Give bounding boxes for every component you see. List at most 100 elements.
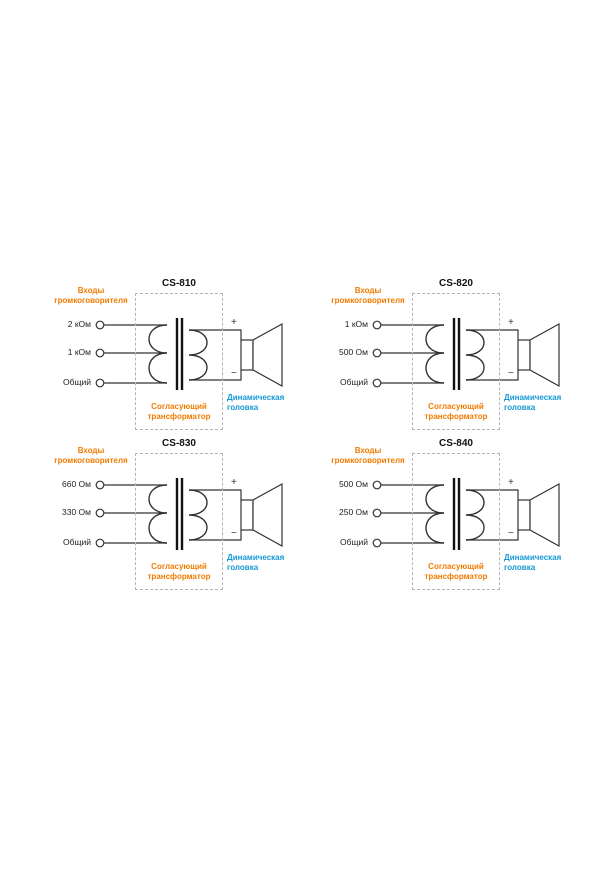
terminal-circle [372, 508, 382, 518]
output-wire-minus [189, 370, 242, 381]
inputs-header-line1: Входы [354, 446, 382, 455]
transformer-secondary-winding-icon [465, 329, 485, 381]
inputs-header-line2: громкоговорителя [331, 456, 405, 466]
transformer-label-line2: трансформатор [424, 412, 488, 422]
inputs-header: Входы громкоговорителя [51, 446, 131, 467]
minus-sign: − [231, 368, 237, 379]
diagram-cell-2: CS-820 Входы громкоговорителя 1 кОм 500 … [331, 278, 574, 443]
inputs-header-line2: громкоговорителя [331, 296, 405, 306]
output-wire-minus [466, 530, 519, 541]
input-label-1: 660 Ом [62, 479, 91, 489]
transformer-label-line1: Согласующий [428, 402, 484, 411]
terminal-circle [372, 378, 382, 388]
transformer-secondary-winding-icon [465, 489, 485, 541]
schematic-graphic [372, 318, 560, 390]
speaker-label-line2: головка [227, 563, 259, 573]
speaker-label-line1: Динамическая [227, 393, 285, 402]
input-label-1: 500 Ом [339, 479, 368, 489]
minus-sign: − [231, 528, 237, 539]
terminal-circle [372, 348, 382, 358]
transformer-enclosure [412, 453, 500, 590]
speaker-cone-icon [252, 322, 283, 388]
schematic-graphic [372, 478, 560, 550]
speaker-driver-icon [517, 339, 531, 371]
model-title: CS-810 [162, 278, 196, 289]
speaker-cone-icon [529, 482, 560, 548]
speaker-label-line2: головка [504, 403, 536, 413]
transformer-label-line2: трансформатор [424, 572, 488, 582]
input-label-common: Общий [63, 537, 91, 547]
speaker-cone-icon [252, 482, 283, 548]
terminal-circle [372, 320, 382, 330]
plus-sign: + [231, 477, 237, 488]
transformer-primary-winding-icon [148, 484, 168, 544]
input-label-1: 1 кОм [344, 319, 368, 329]
speaker-label-line2: головка [227, 403, 259, 413]
output-wire-plus [466, 489, 519, 500]
output-wire-plus [189, 489, 242, 500]
speaker-label-line2: головка [504, 563, 536, 573]
transformer-secondary-winding-icon [188, 489, 208, 541]
terminal-circle [95, 538, 105, 548]
transformer-enclosure [135, 453, 223, 590]
inputs-header-line2: громкоговорителя [54, 296, 128, 306]
inputs-header: Входы громкоговорителя [51, 286, 131, 307]
input-label-2: 500 Ом [339, 347, 368, 357]
speaker-label-line1: Динамическая [504, 393, 562, 402]
output-wire-minus [466, 370, 519, 381]
plus-sign: + [231, 317, 237, 328]
plus-sign: + [508, 317, 514, 328]
speaker-label-line1: Динамическая [227, 553, 285, 562]
plus-sign: + [508, 477, 514, 488]
input-label-1: 2 кОм [67, 319, 91, 329]
terminal-circle [95, 480, 105, 490]
transformer-label: Согласующий трансформатор [135, 562, 223, 583]
input-label-2: 250 Ом [339, 507, 368, 517]
terminal-circle [95, 508, 105, 518]
input-label-2: 330 Ом [62, 507, 91, 517]
inputs-header-line2: громкоговорителя [54, 456, 128, 466]
transformer-label-line2: трансформатор [147, 572, 211, 582]
transformer-primary-winding-icon [425, 484, 445, 544]
transformer-label: Согласующий трансформатор [412, 562, 500, 583]
model-title: CS-820 [439, 278, 473, 289]
inputs-header-line1: Входы [77, 446, 105, 455]
speaker-driver-icon [517, 499, 531, 531]
model-title: CS-840 [439, 438, 473, 449]
terminal-circle [372, 538, 382, 548]
input-label-common: Общий [63, 377, 91, 387]
transformer-label-line1: Согласующий [151, 402, 207, 411]
speaker-label: Динамическая головка [504, 393, 574, 414]
minus-sign: − [508, 368, 514, 379]
output-wire-plus [189, 329, 242, 340]
input-label-common: Общий [340, 377, 368, 387]
inputs-header-line1: Входы [354, 286, 382, 295]
transformer-primary-winding-icon [425, 324, 445, 384]
transformer-label: Согласующий трансформатор [135, 402, 223, 423]
transformer-enclosure [412, 293, 500, 430]
schematic-graphic [95, 318, 283, 390]
terminal-circle [95, 378, 105, 388]
speaker-label-line1: Динамическая [504, 553, 562, 562]
minus-sign: − [508, 528, 514, 539]
input-label-2: 1 кОм [67, 347, 91, 357]
diagram-cell-1: CS-810 Входы громкоговорителя 2 кОм 1 кО… [54, 278, 295, 443]
diagram-cell-3: CS-830 Входы громкоговорителя 660 Ом 330… [54, 438, 297, 603]
speaker-label: Динамическая головка [227, 553, 297, 574]
inputs-header: Входы громкоговорителя [328, 286, 408, 307]
input-label-common: Общий [340, 537, 368, 547]
terminal-circle [95, 348, 105, 358]
transformer-label: Согласующий трансформатор [412, 402, 500, 423]
terminal-circle [95, 320, 105, 330]
transformer-label-line2: трансформатор [147, 412, 211, 422]
transformer-label-line1: Согласующий [151, 562, 207, 571]
output-wire-plus [466, 329, 519, 340]
terminal-circle [372, 480, 382, 490]
speaker-driver-icon [240, 499, 254, 531]
speaker-cone-icon [529, 322, 560, 388]
model-title: CS-830 [162, 438, 196, 449]
transformer-primary-winding-icon [148, 324, 168, 384]
speaker-label: Динамическая головка [504, 553, 574, 574]
output-wire-minus [189, 530, 242, 541]
